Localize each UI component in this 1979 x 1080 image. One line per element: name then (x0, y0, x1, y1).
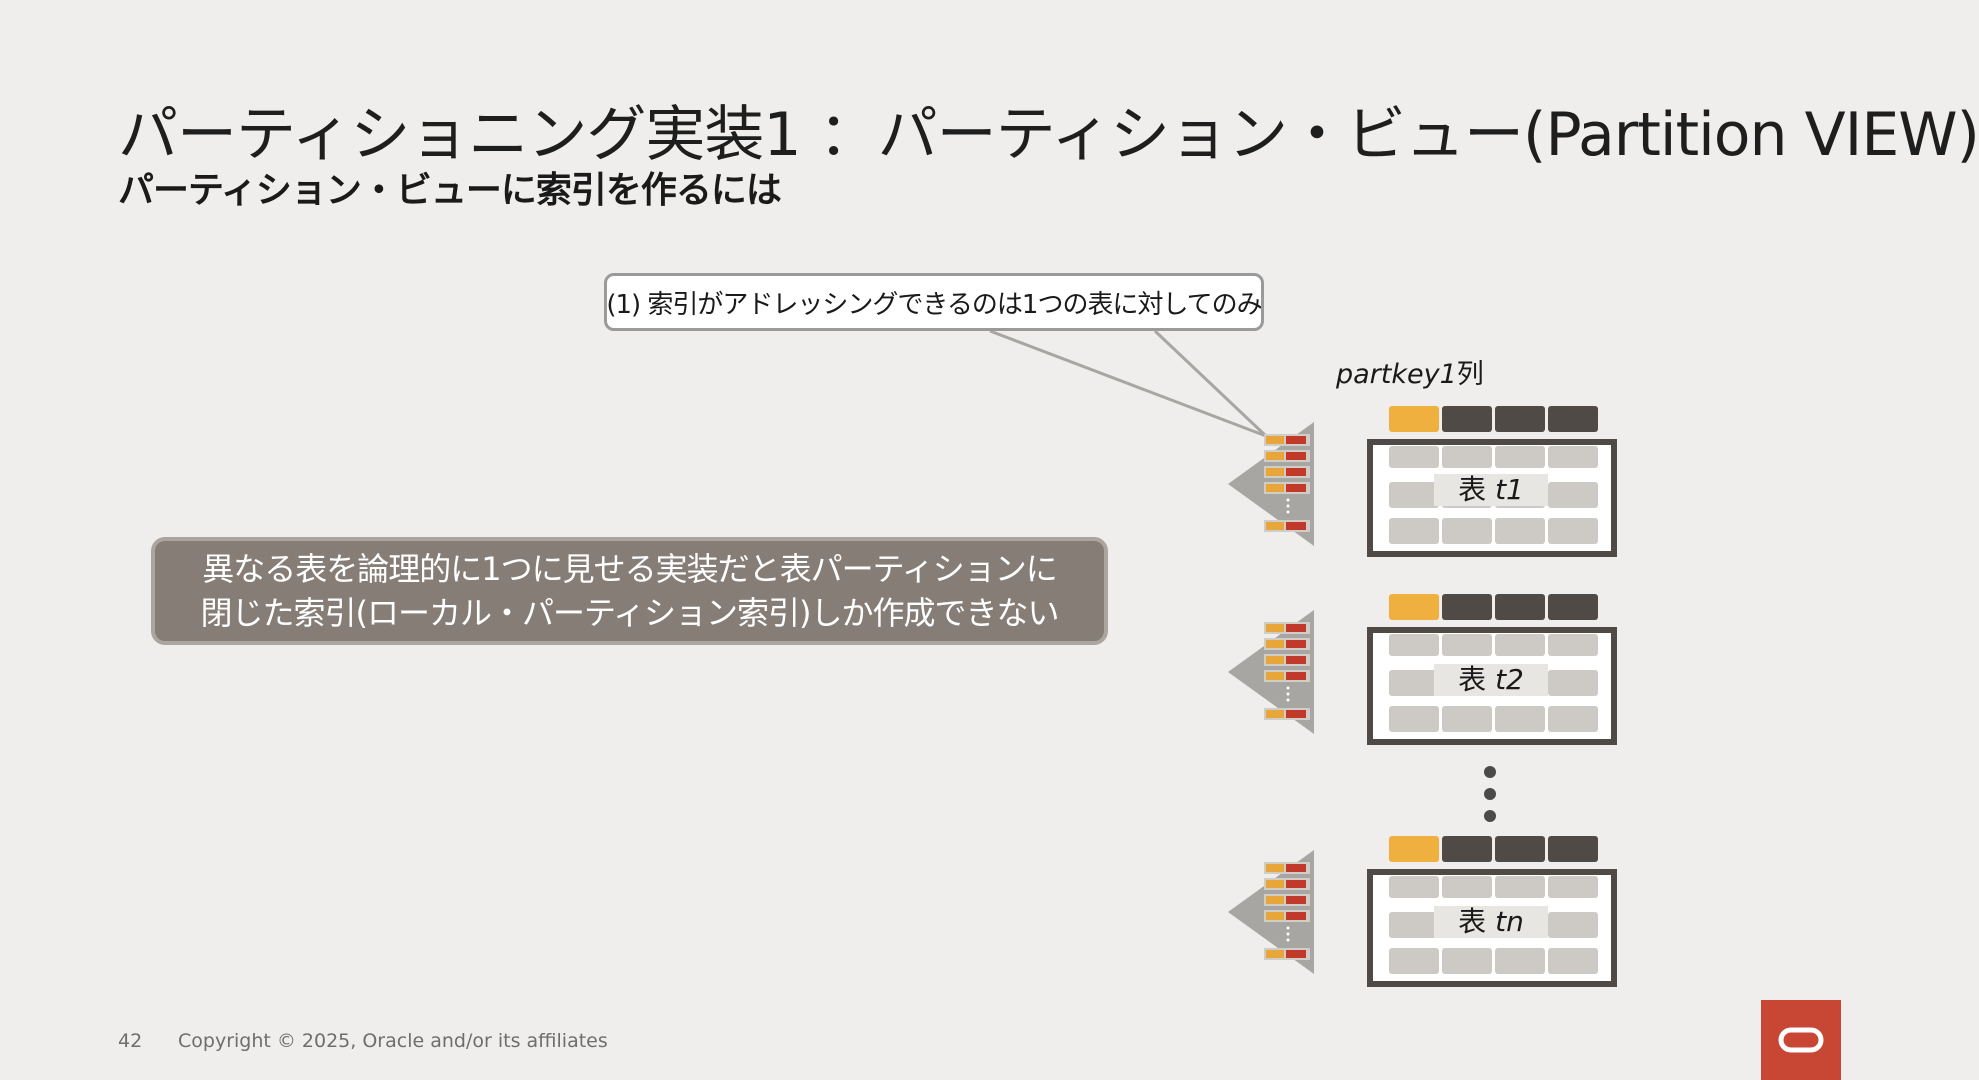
table-icon (1367, 406, 1617, 557)
oracle-logo (1761, 1000, 1841, 1080)
partkey-label: partkey1列 (1336, 352, 1484, 391)
slide-subtitle: パーティション・ビューに索引を作るには (118, 170, 782, 211)
partkey-suffix: 列 (1456, 359, 1484, 390)
oracle-ring-icon (1778, 1027, 1824, 1053)
local-index-icon (1228, 422, 1314, 546)
table-label: 表 tn (1434, 906, 1548, 938)
callout-box: (1) 索引がアドレッシングできるのは1つの表に対してのみ (604, 273, 1264, 331)
page-number: 42 (118, 1030, 143, 1052)
table-name: t1 (1495, 473, 1524, 506)
slide-title: パーティショニング実装1 ：パーティション・ビュー(Partition VIEW… (118, 100, 1979, 170)
local-index-icon (1228, 850, 1314, 974)
table-name: tn (1495, 905, 1524, 938)
more-tables-ellipsis (1484, 766, 1496, 822)
table-label: 表 t2 (1434, 664, 1548, 696)
local-index-icon (1228, 610, 1314, 734)
table-prefix: 表 (1458, 905, 1487, 938)
message-line-2: 閉じた索引(ローカル・パーティション索引)しか作成できない (200, 594, 1059, 632)
message-box: 異なる表を論理的に1つに見せる実装だと表パーティションに 閉じた索引(ローカル・… (151, 537, 1108, 645)
table-label: 表 t1 (1434, 474, 1548, 506)
table-prefix: 表 (1458, 473, 1487, 506)
table-name: t2 (1495, 663, 1524, 696)
callout-text: (1) 索引がアドレッシングできるのは1つの表に対してのみ (606, 289, 1262, 320)
copyright: Copyright © 2025, Oracle and/or its affi… (178, 1030, 608, 1052)
message-line-1: 異なる表を論理的に1つに見せる実装だと表パーティションに (202, 550, 1057, 588)
partkey-name: partkey1 (1336, 359, 1457, 390)
table-prefix: 表 (1458, 663, 1487, 696)
